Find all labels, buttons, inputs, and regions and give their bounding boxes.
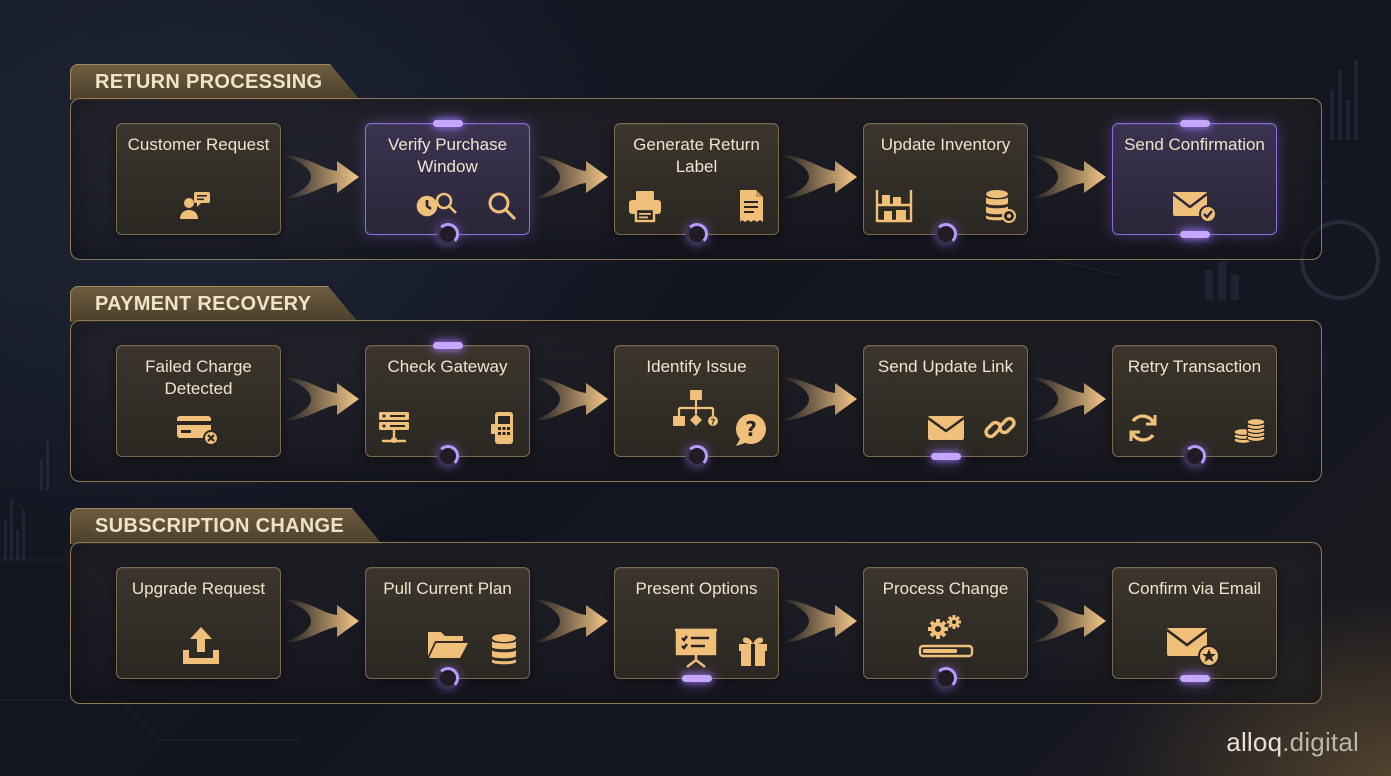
question-bubble-icon: ? <box>733 412 769 448</box>
step-send-update-link[interactable]: Send Update Link <box>863 345 1028 460</box>
magnifier-icon <box>484 188 520 224</box>
section-panel: Upgrade Request Pull Current Plan <box>70 542 1322 704</box>
step-check-gateway[interactable]: Check Gateway <box>365 342 530 467</box>
link-icon <box>982 410 1018 446</box>
active-indicator <box>1179 231 1210 238</box>
flow-arrow <box>281 147 361 207</box>
active-indicator <box>1179 675 1210 682</box>
step-retry-transaction[interactable]: Retry Transaction <box>1112 345 1277 467</box>
printer-icon <box>627 188 663 224</box>
step-label: Generate Return Label <box>633 135 760 176</box>
database-gear-icon <box>982 188 1018 224</box>
section-title: SUBSCRIPTION CHANGE <box>70 508 382 544</box>
refresh-icon <box>1125 410 1161 446</box>
envelope-icon <box>926 410 966 446</box>
active-indicator <box>1179 120 1210 127</box>
step-label: Present Options <box>635 579 758 598</box>
step-identify-issue[interactable]: Identify Issue ? ? <box>614 345 779 467</box>
flow-arrow <box>1028 591 1108 651</box>
step-label: Pull Current Plan <box>383 579 512 598</box>
flow-arrow <box>779 369 859 429</box>
folder-open-icon <box>426 626 470 662</box>
brand-suffix: .digital <box>1282 727 1359 757</box>
progress-spinner <box>934 223 957 245</box>
step-send-confirmation[interactable]: Send Confirmation <box>1112 120 1277 238</box>
brand-name: alloq <box>1226 727 1283 757</box>
step-upgrade-request[interactable]: Upgrade Request <box>116 567 281 679</box>
step-present-options[interactable]: Present Options <box>614 567 779 682</box>
progress-spinner <box>1183 445 1206 467</box>
step-label: Send Confirmation <box>1124 135 1265 154</box>
step-confirm-via-email[interactable]: Confirm via Email <box>1112 567 1277 682</box>
step-generate-return-label[interactable]: Generate Return Label <box>614 123 779 245</box>
progress-spinner <box>436 445 459 467</box>
active-indicator <box>432 120 463 127</box>
step-label: Identify Issue <box>646 357 747 376</box>
step-customer-request[interactable]: Customer Request <box>116 123 281 235</box>
flow-arrow <box>281 591 361 651</box>
step-failed-charge-detected[interactable]: Failed Charge Detected <box>116 345 281 457</box>
server-icon <box>376 410 412 446</box>
step-label: Customer Request <box>127 135 270 154</box>
clock-search-icon <box>416 188 460 224</box>
flow-arrow <box>530 591 610 651</box>
step-label: Failed Charge Detected <box>145 357 252 398</box>
mail-check-icon <box>1171 188 1219 224</box>
warehouse-shelf-icon <box>874 188 914 224</box>
step-label: Upgrade Request <box>131 579 266 598</box>
return-processing-section: RETURN PROCESSING Customer Request Verif… <box>70 64 1322 264</box>
presentation-board-icon <box>673 626 719 668</box>
gears-progress-icon <box>916 612 976 662</box>
flow-arrow <box>530 147 610 207</box>
progress-spinner <box>436 223 459 245</box>
step-update-inventory[interactable]: Update Inventory <box>863 123 1028 245</box>
section-title: PAYMENT RECOVERY <box>70 286 358 322</box>
step-pull-current-plan[interactable]: Pull Current Plan <box>365 567 530 689</box>
flowchart-icon: ? <box>671 386 721 436</box>
flow-arrow <box>1028 369 1108 429</box>
section-panel: Customer Request Verify Purchase Window <box>70 98 1322 260</box>
progress-spinner <box>685 445 708 467</box>
customer-chat-icon <box>177 188 213 224</box>
step-label: Update Inventory <box>880 135 1011 154</box>
card-error-icon <box>175 410 223 446</box>
active-indicator <box>930 453 961 460</box>
progress-spinner <box>934 667 957 689</box>
step-process-change[interactable]: Process Change <box>863 567 1028 689</box>
step-label: Retry Transaction <box>1127 357 1262 376</box>
coins-icon <box>1231 410 1267 446</box>
brand-logo: alloq.digital <box>1226 727 1359 758</box>
flow-arrow <box>779 591 859 651</box>
card-terminal-icon <box>486 410 522 446</box>
step-label: Send Update Link <box>877 357 1014 376</box>
flow-arrow <box>779 147 859 207</box>
upload-icon <box>179 624 223 668</box>
mail-star-icon <box>1165 624 1221 668</box>
active-indicator <box>432 342 463 349</box>
svg-text:?: ? <box>711 418 716 427</box>
step-label: Check Gateway <box>387 357 508 376</box>
svg-text:?: ? <box>745 417 757 441</box>
step-label: Confirm via Email <box>1127 579 1262 598</box>
flow-arrow <box>281 369 361 429</box>
step-label: Verify Purchase Window <box>387 135 508 176</box>
gift-icon <box>735 632 771 668</box>
step-verify-purchase-window[interactable]: Verify Purchase Window <box>365 120 530 245</box>
active-indicator <box>681 675 712 682</box>
progress-spinner <box>685 223 708 245</box>
step-label: Process Change <box>882 579 1009 598</box>
receipt-icon <box>733 188 769 224</box>
flow-arrow <box>530 369 610 429</box>
section-title: RETURN PROCESSING <box>70 64 360 100</box>
flow-arrow <box>1028 147 1108 207</box>
subscription-change-section: SUBSCRIPTION CHANGE Upgrade Request Pull… <box>70 508 1322 708</box>
section-panel: Failed Charge Detected Check Gateway <box>70 320 1322 482</box>
progress-spinner <box>436 667 459 689</box>
database-icon <box>488 632 524 668</box>
payment-recovery-section: PAYMENT RECOVERY Failed Charge Detected … <box>70 286 1322 486</box>
